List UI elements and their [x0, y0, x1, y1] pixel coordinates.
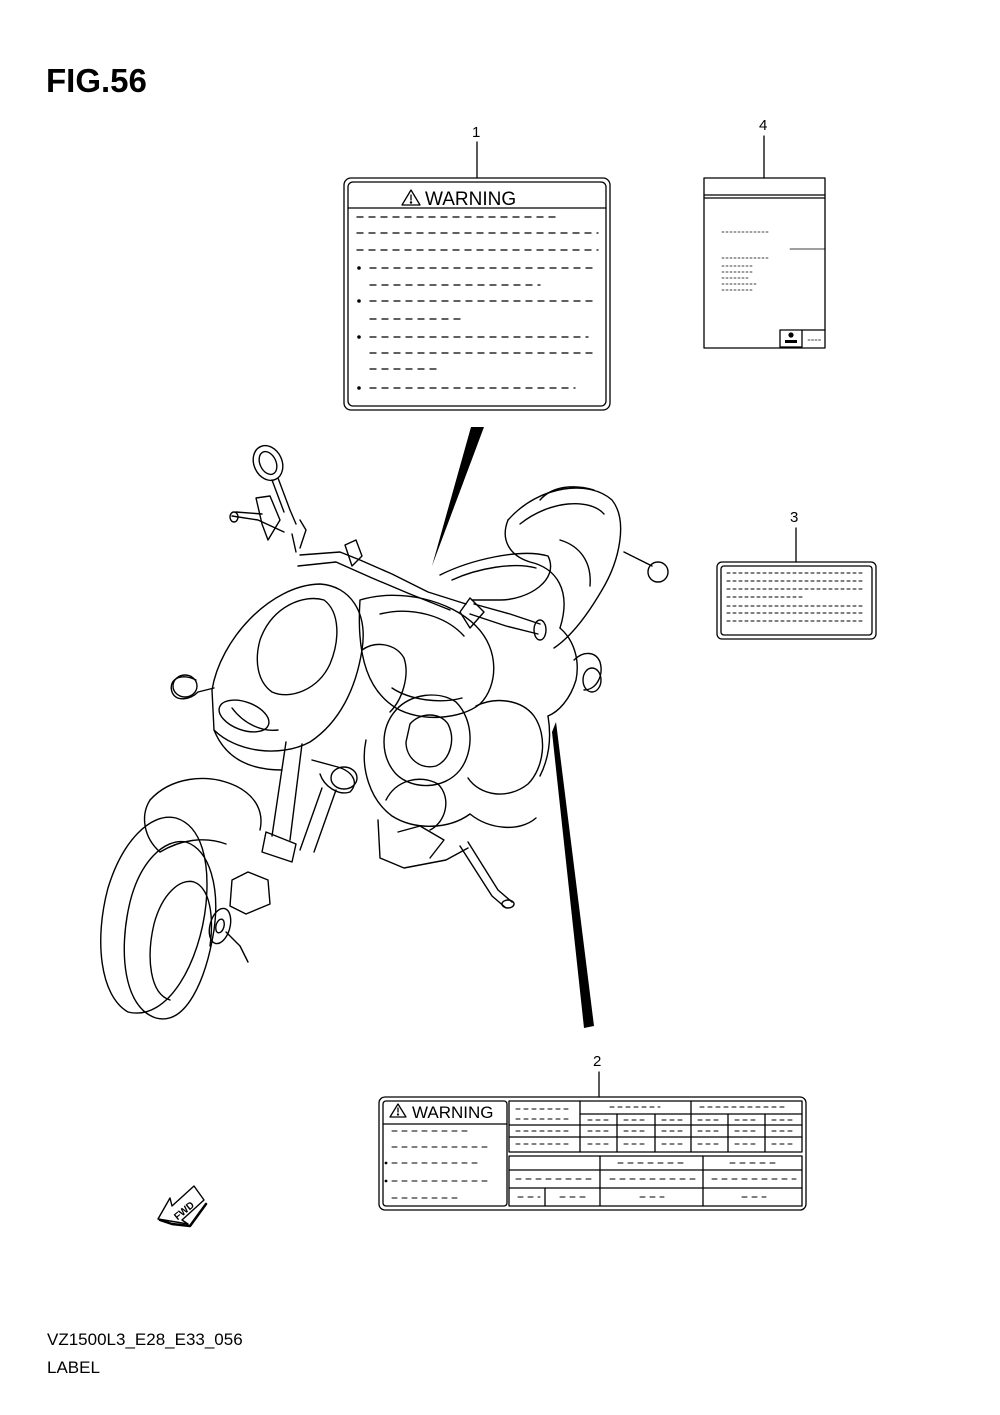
callout-2-number: 2	[593, 1053, 601, 1070]
info-label-3-text-lines	[726, 572, 866, 622]
warning-triangle-icon	[401, 189, 421, 206]
callout-4-number: 4	[759, 117, 767, 134]
callout-3[interactable]: 3	[790, 509, 798, 563]
warning-label-1-text-lines	[356, 216, 599, 389]
figure-name: LABEL	[47, 1358, 100, 1377]
right-mirror	[439, 552, 552, 629]
figure-title: FIG.56	[46, 62, 147, 99]
warning-label-1[interactable]: WARNING	[343, 177, 611, 411]
leader-pointer-1	[432, 427, 484, 566]
warning-label-2-heading: WARNING	[412, 1103, 494, 1122]
owners-manual-label[interactable]	[703, 177, 826, 349]
front-wheel	[100, 816, 271, 1020]
warning-label-2-text-lines	[391, 1130, 491, 1199]
leader-pointer-2	[552, 722, 594, 1028]
callout-1-number: 1	[472, 124, 480, 141]
callout-2[interactable]: 2	[593, 1053, 601, 1098]
callout-3-number: 3	[790, 509, 798, 526]
info-label-3[interactable]	[716, 561, 877, 640]
figure-code: VZ1500L3_E28_E33_056	[47, 1330, 243, 1349]
warning-triangle-icon	[389, 1103, 407, 1118]
manual-text-lines	[721, 231, 771, 291]
warning-label-1-bullets	[357, 266, 361, 390]
tire-pressure-table	[508, 1100, 803, 1153]
motorcycle-illustration	[100, 444, 669, 1020]
forward-direction-arrow: FWD	[157, 1185, 208, 1228]
callout-1[interactable]: 1	[472, 124, 480, 179]
warning-label-1-heading: WARNING	[425, 189, 516, 210]
warning-label-2[interactable]: WARNING	[378, 1096, 807, 1211]
callout-4[interactable]: 4	[759, 117, 767, 179]
load-table	[508, 1155, 803, 1207]
reader-icon	[785, 332, 797, 343]
left-mirror	[252, 444, 297, 525]
